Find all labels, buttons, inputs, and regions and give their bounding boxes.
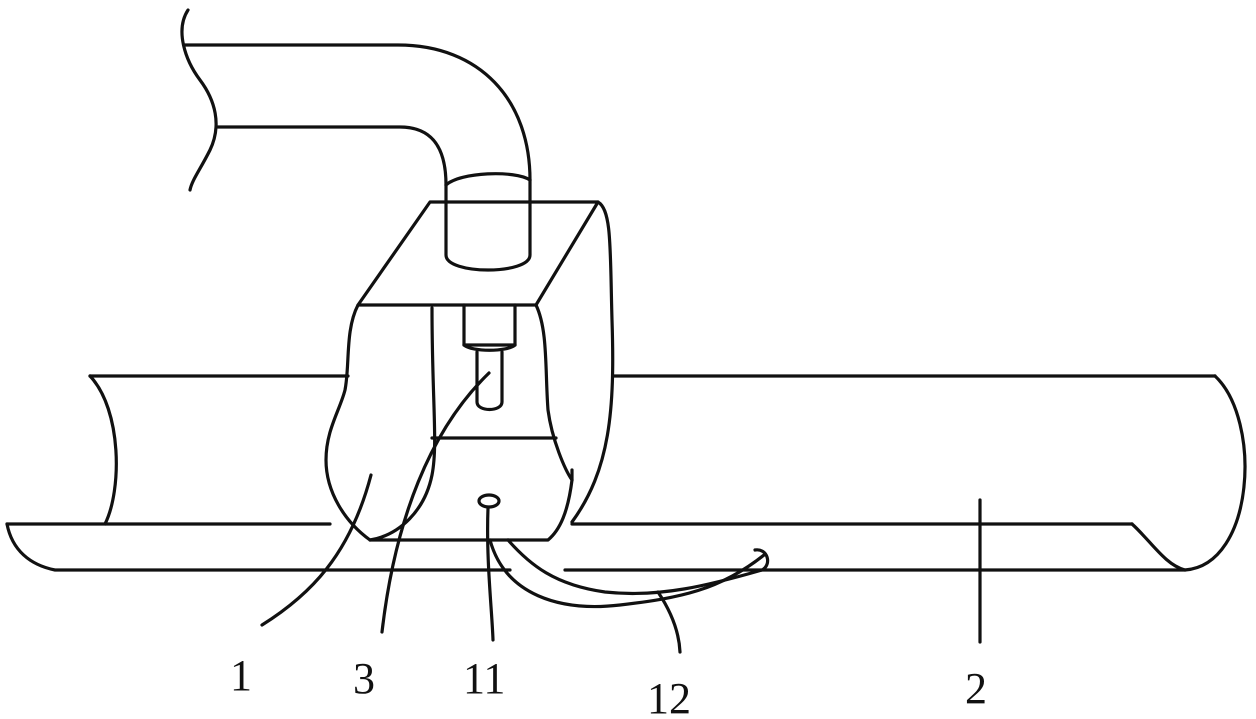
- label-1: 1: [230, 651, 252, 700]
- leader-lines: [260, 371, 982, 654]
- label-3: 3: [353, 654, 375, 703]
- label-12: 12: [647, 674, 691, 719]
- reference-labels: 1 3 11 12 2: [230, 651, 987, 719]
- pipe: [5, 374, 1247, 572]
- clamp-body: [324, 200, 615, 542]
- nozzle: [462, 303, 517, 412]
- supply-pipe: [180, 8, 532, 272]
- drain-tube: [488, 538, 770, 609]
- label-11: 11: [463, 654, 505, 703]
- label-2: 2: [965, 664, 987, 713]
